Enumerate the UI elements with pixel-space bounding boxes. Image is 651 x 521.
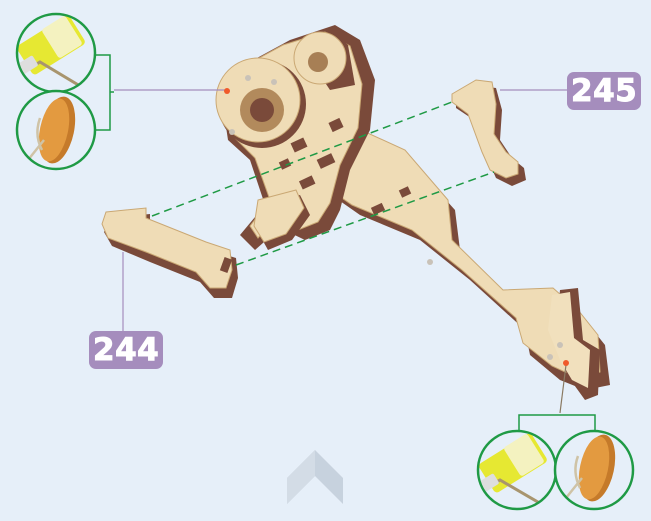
glue-hint-top-left (13, 14, 114, 169)
glue-dot-bottom (563, 360, 569, 366)
glue-hint-bottom-right (474, 415, 633, 512)
chevron-up-icon[interactable] (286, 446, 344, 506)
part-number-label-244: 244 (89, 331, 163, 369)
part-number-label-245: 245 (567, 72, 641, 110)
glue-dot-top (224, 88, 230, 94)
main-frame-assembly (216, 25, 610, 400)
part-245-piece (452, 80, 526, 186)
